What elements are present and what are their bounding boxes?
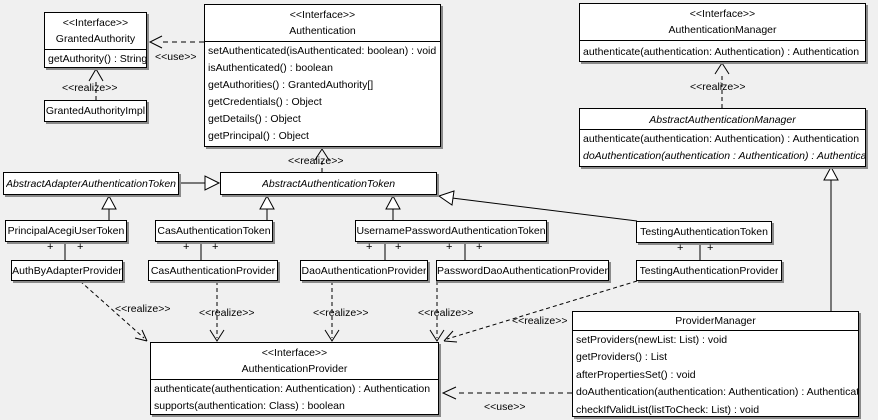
class-testing-authentication-provider: TestingAuthenticationProvider (636, 260, 782, 281)
gen-usernamepasswordtoken (385, 194, 401, 220)
class-header: <<Interface>> AuthenticationProvider (151, 343, 438, 379)
method: doAuthentication(authentication: Authent… (576, 386, 858, 399)
class-testing-authentication-token: TestingAuthenticationToken (636, 221, 772, 243)
class-header: AbstractAuthenticationManager (580, 109, 865, 129)
gen-castoken (259, 194, 275, 220)
method: getAuthorities() : GrantedAuthority[] (208, 79, 374, 91)
use-label: <<use>> (484, 401, 526, 413)
multiplicity-label: + (677, 242, 684, 254)
class-name: ProviderManager (675, 315, 756, 327)
gen-abstractadapter-to-abstracttoken (179, 175, 221, 191)
class-dao-authentication-provider: DaoAuthenticationProvider (300, 260, 428, 281)
class-name: Authentication (289, 25, 356, 37)
class-name: UsernamePasswordAuthenticationToken (356, 225, 546, 237)
class-auth-by-adapter-provider: AuthByAdapterProvider (11, 260, 123, 281)
realize-label: <<realize>> (115, 303, 171, 315)
class-name: AuthenticationProvider (241, 363, 348, 375)
method: setProviders(newList: List) : void (576, 334, 728, 346)
class-name: GrantedAuthorityImpl (45, 105, 146, 117)
class-header: ProviderManager (573, 312, 858, 330)
use-authentication-grantedauthority (148, 35, 204, 49)
method: setAuthenticated(isAuthenticated: boolea… (208, 45, 437, 57)
class-provider-manager: ProviderManager setProviders(newList: Li… (572, 311, 859, 417)
multiplicity-label: + (183, 241, 190, 253)
stereotype-label: <<Interface>> (289, 9, 356, 21)
assoc-token-provider (64, 242, 701, 260)
stereotype-label: <<Interface>> (689, 8, 756, 20)
class-name: PrincipalAcegiUserToken (7, 225, 125, 237)
class-abstract-adapter-authentication-token: AbstractAdapterAuthenticationToken (3, 172, 179, 195)
use-label: <<use>> (155, 51, 197, 63)
method: getDetails() : Object (208, 113, 301, 125)
realize-label: <<realize>> (288, 155, 344, 167)
gen-testingtoken (437, 190, 638, 222)
class-username-password-authentication-token: UsernamePasswordAuthenticationToken (355, 220, 547, 242)
method: authenticate(authentication: Authenticat… (583, 133, 860, 145)
class-header: <<Interface>> AuthenticationManager (580, 4, 865, 40)
class-granted-authority: <<Interface>> GrantedAuthority getAuthor… (44, 12, 147, 68)
class-name: CasAuthenticationToken (157, 225, 271, 237)
method: getAuthority() : String (48, 53, 146, 65)
class-cas-authentication-provider: CasAuthenticationProvider (148, 260, 278, 281)
methods-compartment: setAuthenticated(isAuthenticated: boolea… (205, 41, 440, 146)
method: supports(authentication: Class) : boolea… (154, 400, 345, 412)
class-password-dao-authentication-provider: PasswordDaoAuthenticationProvider (436, 260, 609, 281)
class-name: AbstractAdapterAuthenticationToken (5, 177, 177, 190)
method: isAuthenticated() : boolean (208, 62, 333, 74)
method: getPrincipal() : Object (208, 130, 309, 142)
class-name: AuthenticationManager (668, 24, 777, 36)
methods-compartment: setProviders(newList: List) : void getPr… (573, 330, 858, 420)
method: getCredentials() : Object (208, 96, 322, 108)
class-name: CasAuthenticationProvider (150, 264, 276, 277)
class-name: GrantedAuthority (55, 33, 136, 45)
gen-providermanager (823, 165, 839, 311)
multiplicity-label: + (77, 241, 84, 253)
class-authentication-manager: <<Interface>> AuthenticationManager auth… (579, 3, 866, 62)
methods-compartment: authenticate(authentication: Authenticat… (580, 40, 865, 63)
class-principal-acegi-user-token: PrincipalAcegiUserToken (5, 220, 127, 242)
class-header: <<Interface>> GrantedAuthority (45, 13, 146, 49)
class-name: AbstractAuthenticationToken (261, 177, 396, 190)
class-name: TestingAuthenticationProvider (639, 264, 779, 277)
class-name: TestingAuthenticationToken (640, 226, 768, 238)
realize-label: <<realize>> (690, 81, 746, 93)
class-abstract-authentication-token: AbstractAuthenticationToken (220, 172, 437, 195)
realize-label: <<realize>> (313, 307, 369, 319)
multiplicity-label: + (446, 241, 453, 253)
methods-compartment: getAuthority() : String (45, 49, 146, 69)
method: getProviders() : List (576, 351, 668, 364)
class-granted-authority-impl: GrantedAuthorityImpl (44, 100, 147, 122)
class-authentication: <<Interface>> Authentication setAuthenti… (204, 4, 441, 147)
stereotype-label: <<Interface>> (261, 347, 328, 359)
class-name: DaoAuthenticationProvider (301, 264, 427, 277)
multiplicity-label: + (395, 241, 402, 253)
use-providermanager-authenticationprovider (441, 386, 572, 400)
realize-label: <<realize>> (199, 307, 255, 319)
multiplicity-label: + (707, 242, 714, 254)
method: authenticate(authentication: Authenticat… (583, 46, 860, 58)
class-abstract-authentication-manager: AbstractAuthenticationManager authentica… (579, 108, 866, 167)
class-header: <<Interface>> Authentication (205, 5, 440, 41)
multiplicity-label: + (476, 241, 483, 253)
stereotype-label: <<Interface>> (62, 17, 129, 29)
class-name: AuthByAdapterProvider (12, 264, 122, 277)
gen-principaltoken (101, 194, 117, 220)
multiplicity-label: + (212, 241, 219, 253)
multiplicity-label: + (47, 241, 54, 253)
method: authenticate(authentication: Authenticat… (154, 383, 431, 395)
realize-label: <<realize>> (62, 82, 118, 94)
class-name: PasswordDaoAuthenticationProvider (437, 264, 608, 277)
class-authentication-provider: <<Interface>> AuthenticationProvider aut… (150, 342, 439, 415)
class-cas-authentication-token: CasAuthenticationToken (155, 220, 273, 242)
multiplicity-label: + (366, 241, 373, 253)
methods-compartment: authenticate(authentication: Authenticat… (580, 129, 865, 166)
method: checkIfValidList(listToCheck: List) : vo… (576, 403, 760, 416)
realize-label: <<realize>> (512, 315, 568, 327)
methods-compartment: authenticate(authentication: Authenticat… (151, 379, 438, 416)
method: doAuthentication(authentication : Authen… (583, 150, 865, 162)
realize-label: <<realize>> (418, 307, 474, 319)
method: afterPropertiesSet() : void (576, 368, 696, 381)
class-name: AbstractAuthenticationManager (649, 114, 796, 126)
